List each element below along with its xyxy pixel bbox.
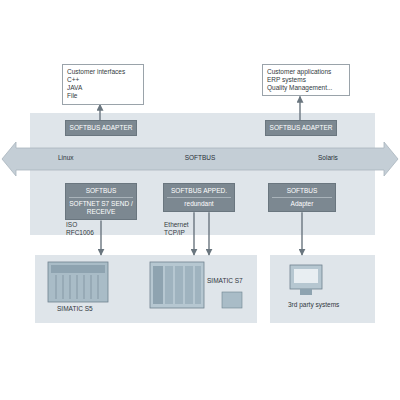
box-heading: Customer interfaces (67, 68, 139, 76)
connector-arrow (301, 212, 302, 255)
platform-label: Linux (58, 154, 74, 162)
box-text: JAVA (67, 84, 139, 92)
box-text: redundant (167, 200, 231, 208)
protocol-label: ISO RFC1006 (66, 221, 96, 237)
box-text: Adapter (272, 200, 332, 208)
box-heading: SOFTBUS ADAPTER (269, 124, 333, 132)
adapter-box: SOFTBUS ADAPTER (265, 120, 337, 136)
simatic-s5-illustration (48, 262, 108, 302)
box-heading: SOFTBUS (69, 187, 133, 198)
box-text: C++ (67, 76, 139, 84)
third-party-panel (270, 255, 375, 323)
third-party-illustration (290, 265, 322, 295)
box-heading: SOFTBUS (272, 187, 332, 198)
box-text: ERP systems (267, 76, 345, 84)
system-label: SIMATIC S5 (57, 305, 93, 313)
simatic-s7-illustration (150, 262, 242, 308)
box-heading: SOFTBUS APPED. (167, 187, 231, 198)
system-label: 3rd party systems (288, 301, 339, 309)
box-text: File (67, 92, 139, 100)
siemens-panel (35, 255, 257, 323)
interface-box: Customer interfacesC++JAVAFile (62, 64, 144, 105)
softbus-panel (30, 113, 375, 235)
connector-arrow (299, 96, 300, 120)
box-text: Quality Management... (267, 84, 345, 92)
box-heading: Customer applications (267, 68, 345, 76)
system-label: SIMATIC S7 (207, 277, 243, 285)
adapter-box: SOFTBUS ADAPTER (65, 120, 137, 136)
protocol-label: Ethernet TCP/IP (164, 221, 190, 237)
platform-label: Solaris (318, 154, 338, 162)
band-arrow-shape (2, 142, 398, 176)
connector-arrow (193, 212, 194, 255)
apped-box: SOFTBUS APPED. redundant (163, 183, 235, 212)
connector-arrow (99, 105, 100, 121)
siemens-systems: SIMATIC S5 SIMATIC S7 (35, 255, 257, 323)
adapter-box: SOFTBUS Adapter (268, 183, 336, 212)
application-box: Customer applicationsERP systemsQuality … (262, 64, 350, 96)
box-text: SOFTNET S7 SEND / RECEIVE (69, 200, 133, 216)
third-party-systems: 3rd party systems (270, 255, 375, 323)
connector-arrow (100, 220, 101, 255)
softbus-band: Linux SOFTBUS Solaris (0, 138, 400, 180)
platform-label: SOFTBUS (185, 154, 216, 162)
box-heading: SOFTBUS ADAPTER (69, 124, 133, 132)
connector-arrow (208, 212, 209, 255)
softnet-box: SOFTBUS SOFTNET S7 SEND / RECEIVE (65, 183, 137, 220)
